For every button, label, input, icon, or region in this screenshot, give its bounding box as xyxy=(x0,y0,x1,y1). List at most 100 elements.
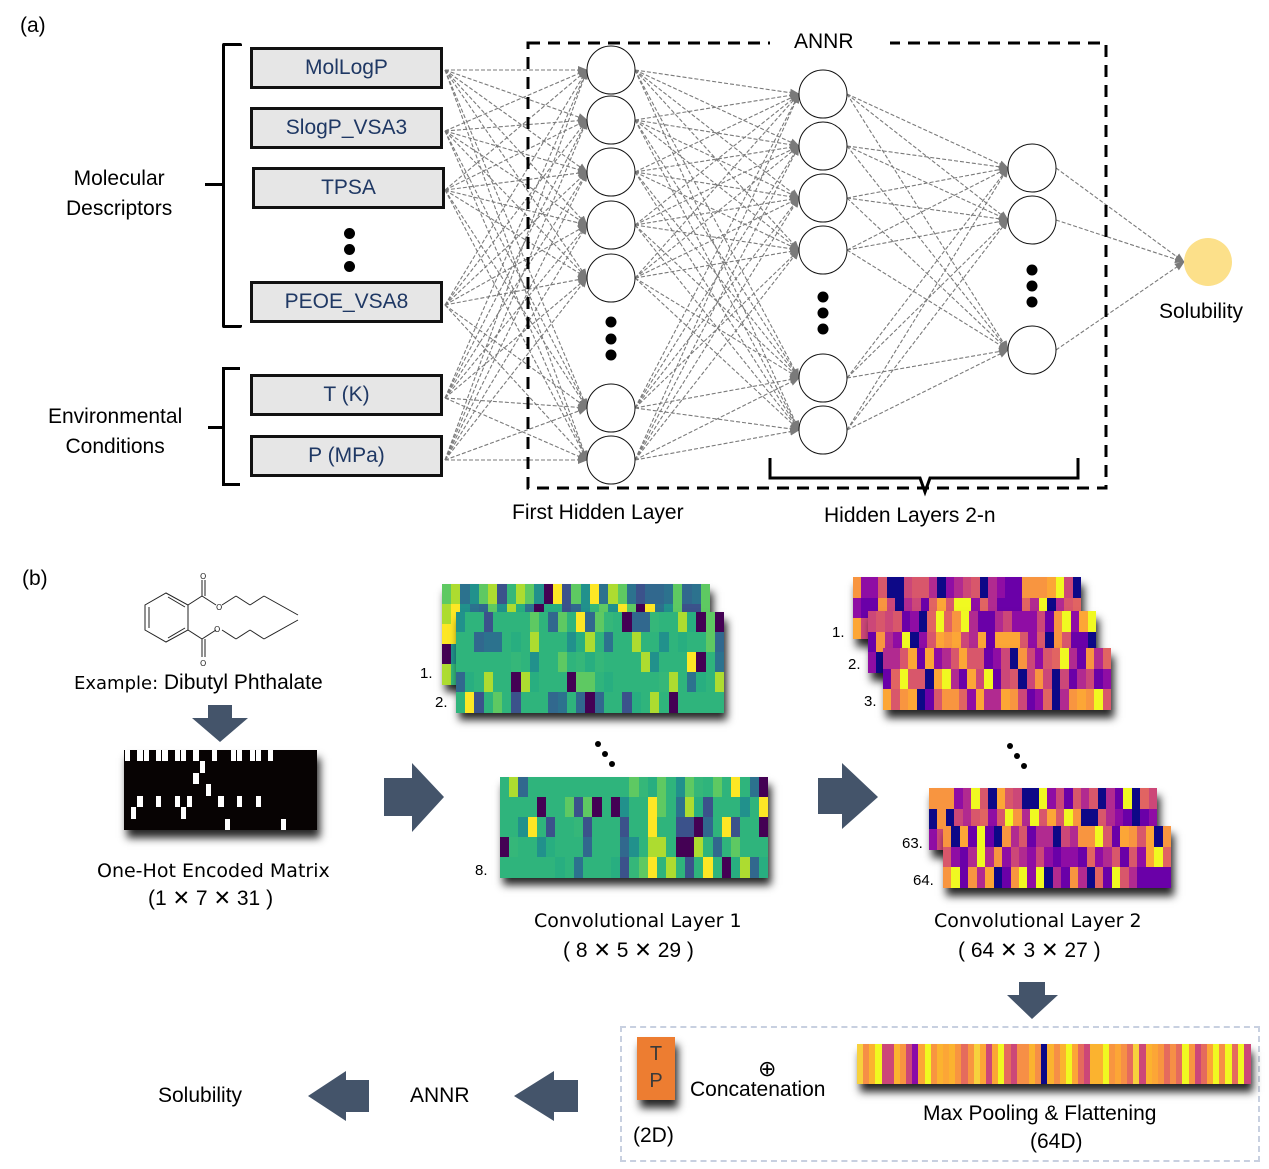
one-hot-matrix xyxy=(124,750,317,830)
pooled-cell xyxy=(1243,1044,1251,1084)
heatmap-cell xyxy=(580,584,591,605)
heatmap-cell xyxy=(960,611,970,633)
heatmap-cell xyxy=(927,631,937,653)
heatmap-cell xyxy=(557,632,568,653)
ellipsis-dot xyxy=(1007,743,1013,749)
heatmap-cell xyxy=(942,648,952,670)
heatmap-cell xyxy=(1027,867,1037,889)
heatmap-cell xyxy=(1047,577,1057,599)
heatmap-cell xyxy=(599,584,609,605)
heatmap-cell xyxy=(511,672,522,693)
heatmap-cell xyxy=(1102,648,1112,670)
network-edge xyxy=(444,304,588,461)
heatmap-cell xyxy=(1002,826,1012,848)
heatmap-cell xyxy=(861,597,871,619)
heatmap-cell xyxy=(1068,668,1078,690)
heatmap-cell xyxy=(1038,788,1048,810)
network-edge xyxy=(444,119,588,306)
heatmap-cell xyxy=(1077,648,1087,670)
heatmap-cell xyxy=(647,777,658,798)
heatmap-cell xyxy=(518,837,529,858)
pooled-cell xyxy=(1237,1044,1245,1084)
hidden-node-layer-n xyxy=(1007,195,1057,245)
heatmap-cell xyxy=(564,817,575,838)
heatmap-cell xyxy=(564,857,575,878)
network-edge xyxy=(634,119,800,431)
heatmap-cell xyxy=(952,611,962,633)
hidden-node-layer2 xyxy=(798,225,848,275)
heatmap-cell xyxy=(977,611,987,633)
heatmap-cell xyxy=(1003,631,1013,653)
network-edge xyxy=(634,377,800,461)
network-edge xyxy=(444,69,588,279)
heatmap-cell xyxy=(696,612,706,633)
heatmap-cell xyxy=(996,577,1006,599)
panel-b-label: (b) xyxy=(22,567,48,590)
heatmap-cell xyxy=(1137,826,1147,848)
heatmap-cell xyxy=(1162,867,1172,889)
heatmap-cell xyxy=(620,857,630,878)
heatmap-cell xyxy=(518,797,529,818)
network-edge xyxy=(444,69,588,191)
heatmap-cell xyxy=(976,846,986,868)
heatmap-cell xyxy=(694,837,704,858)
heatmap-cell xyxy=(908,668,918,690)
label-line: Conditions xyxy=(65,435,165,458)
concatenation-dashed-box xyxy=(620,1026,1260,1162)
heatmap-cell xyxy=(583,777,593,798)
heatmap-cell xyxy=(868,652,877,674)
down-arrow-to-pooling xyxy=(1007,982,1058,1019)
heatmap-cell xyxy=(546,857,556,878)
heatmap-cell xyxy=(677,692,688,713)
pooled-cell xyxy=(906,1044,913,1084)
pooled-cell xyxy=(1182,1044,1190,1084)
heatmap-cell xyxy=(631,692,642,713)
heatmap-cell xyxy=(705,612,716,633)
pooled-cell xyxy=(979,1044,987,1084)
heatmap-cell xyxy=(714,652,725,673)
heatmap-cell xyxy=(677,672,688,693)
heatmap-cell xyxy=(536,777,547,798)
onehot-cell xyxy=(237,750,243,762)
heatmap-cell xyxy=(1072,808,1082,830)
heatmap-cell xyxy=(740,777,750,798)
heatmap-cell xyxy=(573,837,584,858)
heatmap-cell xyxy=(925,648,935,670)
pooled-cell xyxy=(967,1044,975,1084)
network-edge xyxy=(444,171,588,306)
pooled-cell xyxy=(955,1044,962,1084)
heatmap-cell xyxy=(539,612,549,633)
input-peoe-vsa8: PEOE_VSA8 xyxy=(250,281,443,323)
panel-a-label: (a) xyxy=(20,14,46,37)
heatmap-cell xyxy=(500,857,510,878)
heatmap-cell xyxy=(1005,597,1014,619)
heatmap-cell xyxy=(620,797,630,818)
heatmap-cell xyxy=(959,826,969,848)
network-edge xyxy=(634,69,800,199)
heatmap-cell xyxy=(929,788,938,810)
heatmap-cell xyxy=(988,597,998,619)
network-edge xyxy=(444,69,588,399)
heatmap-cell xyxy=(714,632,725,653)
heatmap-cell xyxy=(758,817,769,838)
heatmap-cell xyxy=(912,597,922,619)
heatmap-cell xyxy=(682,584,692,605)
heatmap-cell xyxy=(576,612,586,633)
heatmap-cell xyxy=(502,652,512,673)
heatmap-cell xyxy=(647,797,658,818)
heatmap-cell xyxy=(456,612,466,633)
heatmap-cell xyxy=(1094,689,1104,711)
heatmap-cell xyxy=(546,777,556,798)
onehot-cell xyxy=(205,784,212,796)
heatmap-cell xyxy=(1019,846,1028,868)
network-edge xyxy=(846,217,1009,251)
onehot-cell xyxy=(137,750,143,762)
heatmap-cell xyxy=(1162,846,1172,868)
heatmap-cell xyxy=(1077,689,1087,711)
heatmap-cell xyxy=(518,857,529,878)
heatmap-cell xyxy=(1047,597,1057,619)
network-edge xyxy=(634,145,800,409)
example-caption: Example: Dibutyl Phthalate xyxy=(74,671,323,695)
heatmap-cell xyxy=(975,648,985,670)
heatmap-cell xyxy=(506,584,517,605)
